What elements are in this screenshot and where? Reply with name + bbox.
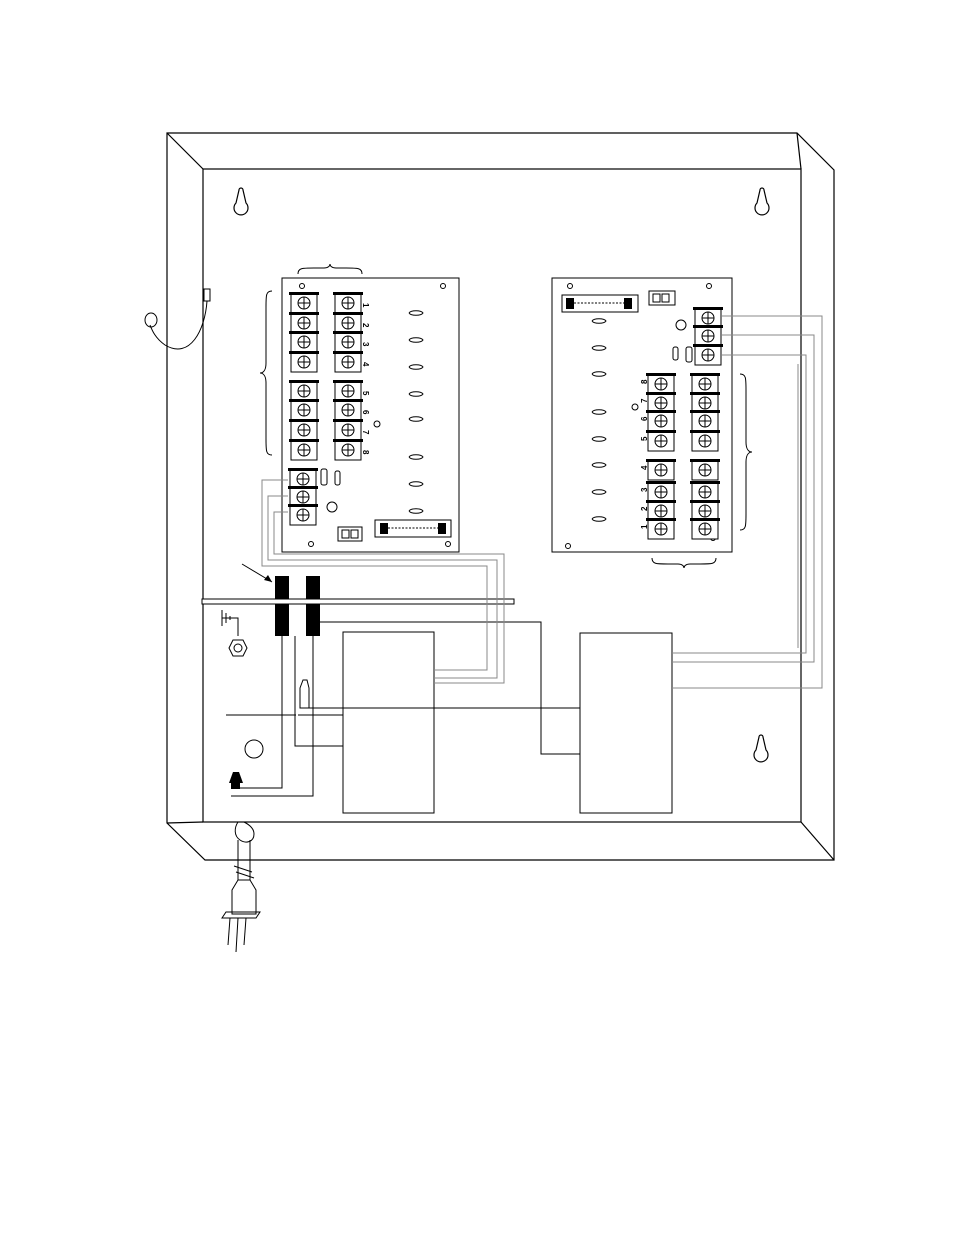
output-label: 6 <box>640 416 649 421</box>
screw-terminal-icon <box>690 430 720 451</box>
screw-terminal-icon <box>646 430 676 451</box>
screw-terminal-icon <box>690 392 720 413</box>
output-label: 4 <box>640 465 649 470</box>
cable-hole <box>245 740 263 758</box>
transformer-left <box>343 632 434 813</box>
screw-terminal-icon <box>289 331 319 352</box>
output-label: 3 <box>361 342 370 347</box>
screw-terminal-icon <box>333 351 363 372</box>
screw-terminal-icon <box>333 292 363 313</box>
right-power-distribution-board: 8 7 6 5 4 3 2 1 <box>552 278 752 568</box>
output-label: 3 <box>640 487 649 492</box>
screw-terminal-icon <box>693 307 723 328</box>
screw-terminal-icon <box>690 373 720 394</box>
tamper-switch-icon <box>145 289 210 349</box>
mounting-keyhole-icon <box>755 188 769 215</box>
output-label: 2 <box>640 506 649 511</box>
output-label: 8 <box>361 450 370 455</box>
screw-terminal-icon <box>693 344 723 365</box>
hex-nut-icon <box>229 640 247 656</box>
screw-terminal-icon <box>646 392 676 413</box>
screw-terminal-icon <box>646 459 676 480</box>
output-label: 1 <box>361 303 370 308</box>
power-plug-icon <box>222 822 260 952</box>
output-label: 1 <box>640 524 649 529</box>
ground-symbol-icon <box>222 610 238 636</box>
screw-terminal-icon <box>289 439 319 460</box>
screw-terminal-icon <box>646 410 676 431</box>
mounting-rail <box>202 564 514 636</box>
screw-terminal-icon <box>333 439 363 460</box>
left-power-distribution-board: 1 2 3 4 5 6 7 8 <box>260 264 459 552</box>
screw-terminal-icon <box>288 486 318 507</box>
screw-terminal-icon <box>690 518 720 539</box>
output-label: 4 <box>361 362 370 367</box>
ground-lug <box>229 772 243 789</box>
screw-terminal-icon <box>646 518 676 539</box>
screw-terminal-icon <box>690 459 720 480</box>
screw-terminal-icon <box>289 312 319 333</box>
screw-terminal-icon <box>289 351 319 372</box>
output-label: 2 <box>361 323 370 328</box>
screw-terminal-icon <box>690 410 720 431</box>
output-label: 7 <box>361 430 370 435</box>
screw-terminal-icon <box>646 373 676 394</box>
output-label: 5 <box>361 391 370 396</box>
screw-terminal-icon <box>646 500 676 521</box>
screw-terminal-icon <box>333 380 363 401</box>
screw-terminal-icon <box>690 481 720 502</box>
screw-terminal-icon <box>646 481 676 502</box>
screw-terminal-icon <box>690 500 720 521</box>
screw-terminal-icon <box>333 331 363 352</box>
output-label: 8 <box>640 379 649 384</box>
output-label: 7 <box>640 398 649 403</box>
enclosure <box>167 133 834 860</box>
screw-terminal-icon <box>333 312 363 333</box>
screw-terminal-icon <box>289 292 319 313</box>
output-label: 6 <box>361 410 370 415</box>
output-label: 5 <box>640 436 649 441</box>
mounting-keyhole-icon <box>754 735 768 762</box>
screw-terminal-icon <box>333 419 363 440</box>
screw-terminal-icon <box>289 380 319 401</box>
screw-terminal-icon <box>289 419 319 440</box>
screw-terminal-icon <box>288 504 318 525</box>
mounting-keyhole-icon <box>234 188 248 215</box>
screw-terminal-icon <box>333 399 363 420</box>
screw-terminal-icon <box>289 399 319 420</box>
transformer-right <box>580 633 672 813</box>
screw-terminal-icon <box>693 325 723 346</box>
screw-terminal-icon <box>288 468 318 489</box>
